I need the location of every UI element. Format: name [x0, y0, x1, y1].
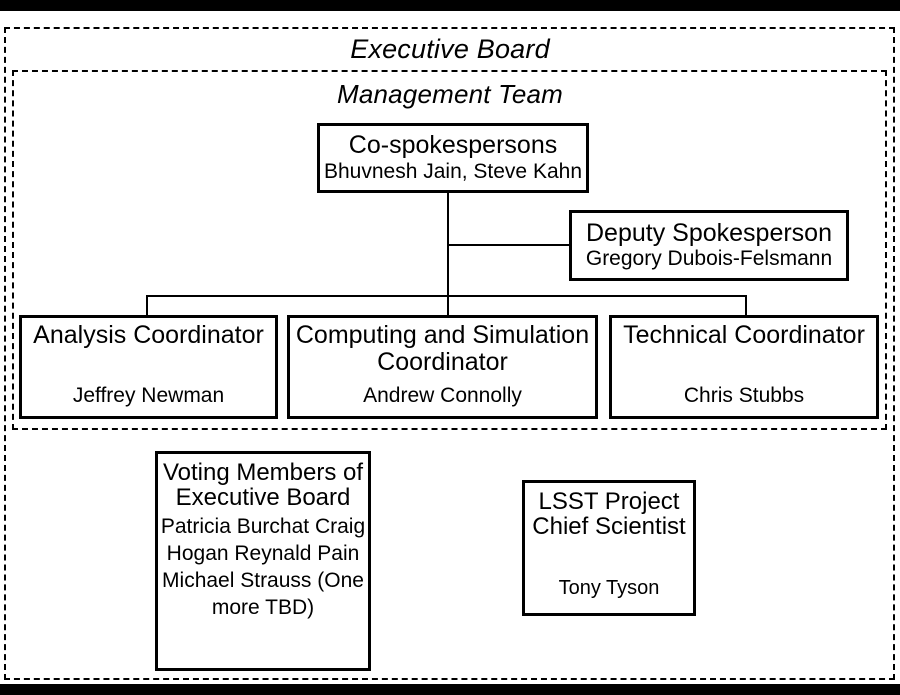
box-cospokespersons[interactable]: Co-spokespersons Bhuvnesh Jain, Steve Ka… [317, 123, 589, 193]
box-analysis-coordinator-names: Jeffrey Newman [72, 384, 225, 408]
box-technical-coordinator-names: Chris Stubbs [683, 384, 805, 408]
management-team-label: Management Team [336, 79, 564, 109]
box-lsst-chief-scientist-title: LSST Project Chief Scientist [532, 488, 686, 541]
connector-cospokespersons-stem [447, 193, 449, 317]
box-lsst-chief-scientist[interactable]: LSST Project Chief Scientist Tony Tyson [522, 480, 696, 616]
box-computing-simulation-coordinator-names: Andrew Connolly [363, 384, 522, 408]
box-computing-simulation-coordinator-title: Computing and Simulation Coordinator [295, 321, 590, 376]
box-cospokespersons-names: Bhuvnesh Jain, Steve Kahn [323, 159, 582, 183]
connector-coordinator-bus [146, 295, 747, 297]
box-voting-members-list: Patricia Burchat Craig Hogan Reynald Pai… [160, 514, 366, 620]
connector-computing-drop [447, 295, 449, 317]
executive-board-frame [4, 27, 895, 680]
box-technical-coordinator-title: Technical Coordinator [623, 321, 865, 349]
box-voting-members-title: Voting Members of Executive Board [162, 459, 364, 512]
box-voting-members[interactable]: Voting Members of Executive Board Patric… [155, 451, 371, 671]
box-deputy-spokesperson-title: Deputy Spokesperson [586, 218, 832, 247]
executive-board-label: Executive Board [350, 34, 550, 64]
box-computing-simulation-coordinator[interactable]: Computing and Simulation Coordinator And… [287, 315, 598, 419]
connector-technical-drop [745, 295, 747, 317]
top-black-bar [0, 0, 900, 11]
box-lsst-chief-scientist-names: Tony Tyson [558, 576, 660, 599]
bottom-black-bar [0, 684, 900, 695]
box-deputy-spokesperson-names: Gregory Dubois-Felsmann [585, 247, 833, 271]
management-team-frame [12, 70, 887, 430]
box-cospokespersons-title: Co-spokespersons [348, 131, 558, 160]
connector-deputy-branch [447, 244, 570, 246]
connector-analysis-drop [146, 295, 148, 317]
box-analysis-coordinator-title: Analysis Coordinator [33, 321, 264, 349]
box-deputy-spokesperson[interactable]: Deputy Spokesperson Gregory Dubois-Felsm… [569, 210, 849, 281]
box-technical-coordinator[interactable]: Technical Coordinator Chris Stubbs [609, 315, 879, 419]
box-analysis-coordinator[interactable]: Analysis Coordinator Jeffrey Newman [19, 315, 278, 419]
